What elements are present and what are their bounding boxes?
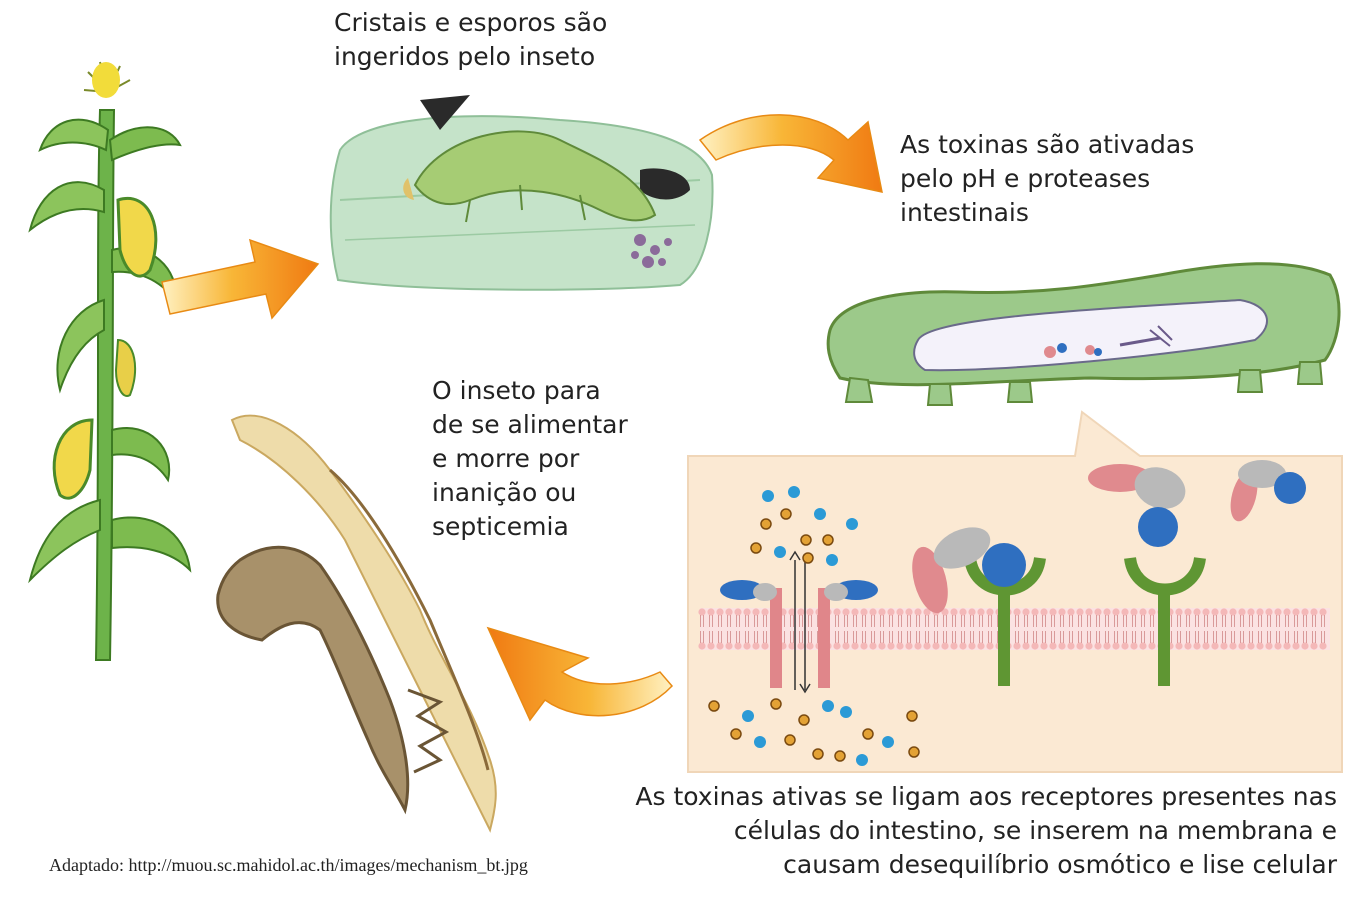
label-line: As toxinas ativas se ligam aos receptore… (635, 780, 1337, 814)
label-line: células do intestino, se inserem na memb… (635, 814, 1337, 848)
label-line: As toxinas são ativadas (900, 128, 1194, 162)
corn-plant-icon (30, 62, 190, 660)
arrow-icon (162, 240, 318, 318)
membrane-icon (688, 412, 1342, 772)
label-line: intestinais (900, 196, 1194, 230)
caterpillar-eating-icon (331, 95, 713, 290)
label-line: O inseto para (432, 374, 628, 408)
label-line: Cristais e esporos são (334, 6, 607, 40)
label-line: pelo pH e proteases (900, 162, 1194, 196)
source-citation: Adaptado: http://muou.sc.mahidol.ac.th/i… (49, 855, 528, 876)
step-binding-label: As toxinas ativas se ligam aos receptore… (635, 780, 1337, 882)
label-line: e morre por (432, 442, 628, 476)
label-line: causam desequilíbrio osmótico e lise cel… (635, 848, 1337, 882)
step-death-label: O inseto para de se alimentar e morre po… (432, 374, 628, 544)
label-line: ingeridos pelo inseto (334, 40, 607, 74)
label-line: inanição ou (432, 476, 628, 510)
arrow-icon (700, 115, 882, 192)
label-line: de se alimentar (432, 408, 628, 442)
caterpillar-gut-icon (828, 264, 1339, 405)
arrow-icon (488, 628, 672, 720)
step-ingestion-label: Cristais e esporos são ingeridos pelo in… (334, 6, 607, 74)
label-line: septicemia (432, 510, 628, 544)
step-activation-label: As toxinas são ativadas pelo pH e protea… (900, 128, 1194, 230)
